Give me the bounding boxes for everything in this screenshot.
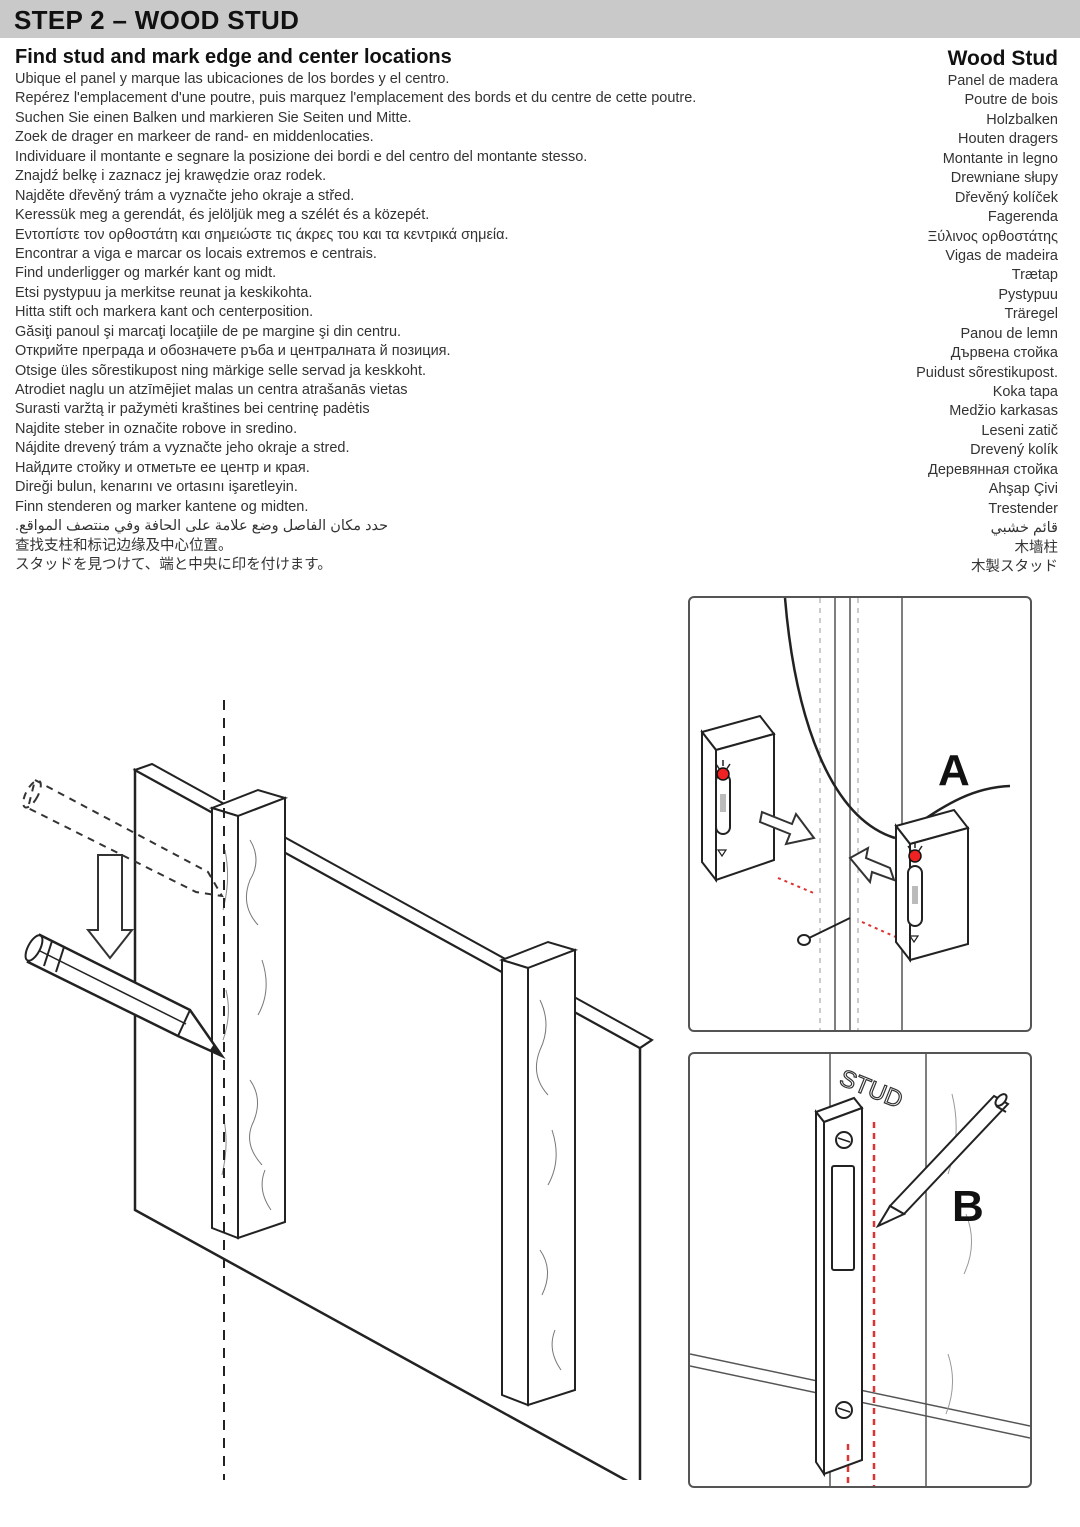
term-nl: Houten dragers [958,131,1058,148]
terms-heading: Wood Stud [947,47,1058,70]
instruction-line-es: Ubique el panel y marque las ubicaciones… [15,71,450,87]
instruction-line-it: Individuare il montante e segnare la pos… [15,148,588,165]
instruction-line-tr: Direği bulun, kenarını ve ortasını işare… [15,479,298,496]
term-cs: Dřevěný kolíček [954,189,1058,206]
instruction-heading: Find stud and mark edge and center locat… [15,46,452,68]
instruction-line-nl: Zoek de drager en markeer de rand- en mi… [15,129,374,146]
term-list: Panel de madera Poutre de bois Holzbalke… [798,72,1058,577]
term-sv: Träregel [1004,306,1058,323]
header-bar [0,0,1080,38]
arrow-right-icon [758,810,816,846]
term-de: Holzbalken [986,111,1058,128]
term-no: Trestender [988,500,1058,517]
instruction-line-ru: Найдите стойку и отметьте ее центр и кра… [15,459,310,476]
instruction-line-pt: Encontrar a viga e marcar os locais extr… [15,245,377,262]
instruction-line-da: Find underligger og markér kant og midt. [15,265,277,282]
term-ru: Деревянная стойка [928,461,1058,478]
instruction-line-sk: Nájdite drevený trám a vyznačte jeho okr… [15,440,350,457]
panel-b: STUD B [688,1052,1032,1488]
stud-finder-scan-illustration [700,598,1011,1030]
instruction-line-et: Otsige üles sõrestikupost ning märkige s… [15,362,427,379]
panel-b-label: B [952,1182,984,1231]
step-title: STEP 2 – WOOD STUD [14,5,300,35]
term-da: Trætap [1011,267,1058,284]
term-it: Montante in legno [942,150,1058,167]
term-es: Panel de madera [947,73,1058,89]
instruction-line-ja: スタッドを見つけて、端と中央に印を付けます。 [15,556,332,573]
instruction-line-fr: Repérez l'emplacement d'une poutre, puis… [15,90,697,107]
panel-a: A [688,596,1032,1032]
term-tr: Ahşap Çivi [988,481,1058,498]
term-lt: Medžio karkasas [949,403,1058,420]
stud-finder-left [700,714,776,883]
term-pl: Drewniane słupy [950,170,1058,187]
instruction-line-de: Suchen Sie einen Balken und markieren Si… [15,109,412,126]
term-zh: 木墙柱 [1014,539,1059,556]
instruction-line-el: Εντοπίστε τον ορθοστάτη και σημειώστε τι… [15,226,509,243]
term-ja: 木製スタッド [971,558,1058,575]
panel-a-label: A [938,746,970,795]
term-pt: Vigas de madeira [945,247,1058,264]
instruction-line-cs: Najděte dřevěný trám a vyznačte jeho okr… [15,187,355,204]
term-hu: Fagerenda [987,209,1058,226]
instruction-line-pl: Znajdź belkę i zaznacz jej krawędzie ora… [15,168,327,185]
pencil-ghost-outline [22,778,224,898]
pencil-icon [24,933,226,1060]
stud-marking-illustration: STUD [690,1054,1030,1486]
instruction-line-sv: Hitta stift och markera kant och centerp… [15,304,314,321]
instruction-line-lt: Surasti varžtą ir pažymėti kraštines bei… [15,401,370,418]
instruction-line-zh: 查找支柱和标记边缘及中心位置。 [15,537,233,554]
term-et: Puidust sõrestikupost. [916,364,1058,381]
pencil-icon [875,1093,1010,1229]
term-ro: Panou de lemn [960,325,1058,342]
instruction-line-hu: Keressük meg a gerendát, és jelöljük meg… [15,207,430,224]
instruction-line-bg: Открийте преграда и обозначете ръба и це… [15,343,451,360]
term-lv: Koka tapa [992,384,1058,400]
stud-finder-right [894,808,970,963]
term-fr: Poutre de bois [964,92,1058,109]
left-stud [208,788,289,1240]
instruction-line-ar: حدد مكان الفاصل وضع علامة على الحافة وفي… [15,518,389,535]
term-sk: Drevený kolík [970,442,1058,459]
right-stud [498,940,579,1407]
stud-finder-vertical [814,1096,864,1478]
term-fi: Pystypuu [998,286,1058,303]
instruction-line-sl: Najdite steber in označite robove in sre… [15,420,298,437]
term-ar: قائم خشبي [990,520,1058,537]
arrow-down-icon [85,854,135,960]
term-el: Ξύλινος ορθοστάτης [927,228,1058,245]
instruction-list: Ubique el panel y marque las ubicaciones… [15,70,895,575]
arrow-left-icon [848,846,896,885]
instruction-line-lv: Atrodiet naglu un atzīmējiet malas un ce… [15,382,408,398]
instruction-line-ro: Găsiţi panoul şi marcaţi locaţiile de pe… [15,323,402,340]
instruction-line-fi: Etsi pystypuu ja merkitse reunat ja kesk… [15,284,313,301]
wall-stud-illustration [22,700,654,1480]
term-bg: Дървена стойка [950,345,1058,362]
term-sl: Leseni zatič [981,422,1058,439]
instruction-line-no: Finn stenderen og marker kantene og midt… [15,498,309,515]
